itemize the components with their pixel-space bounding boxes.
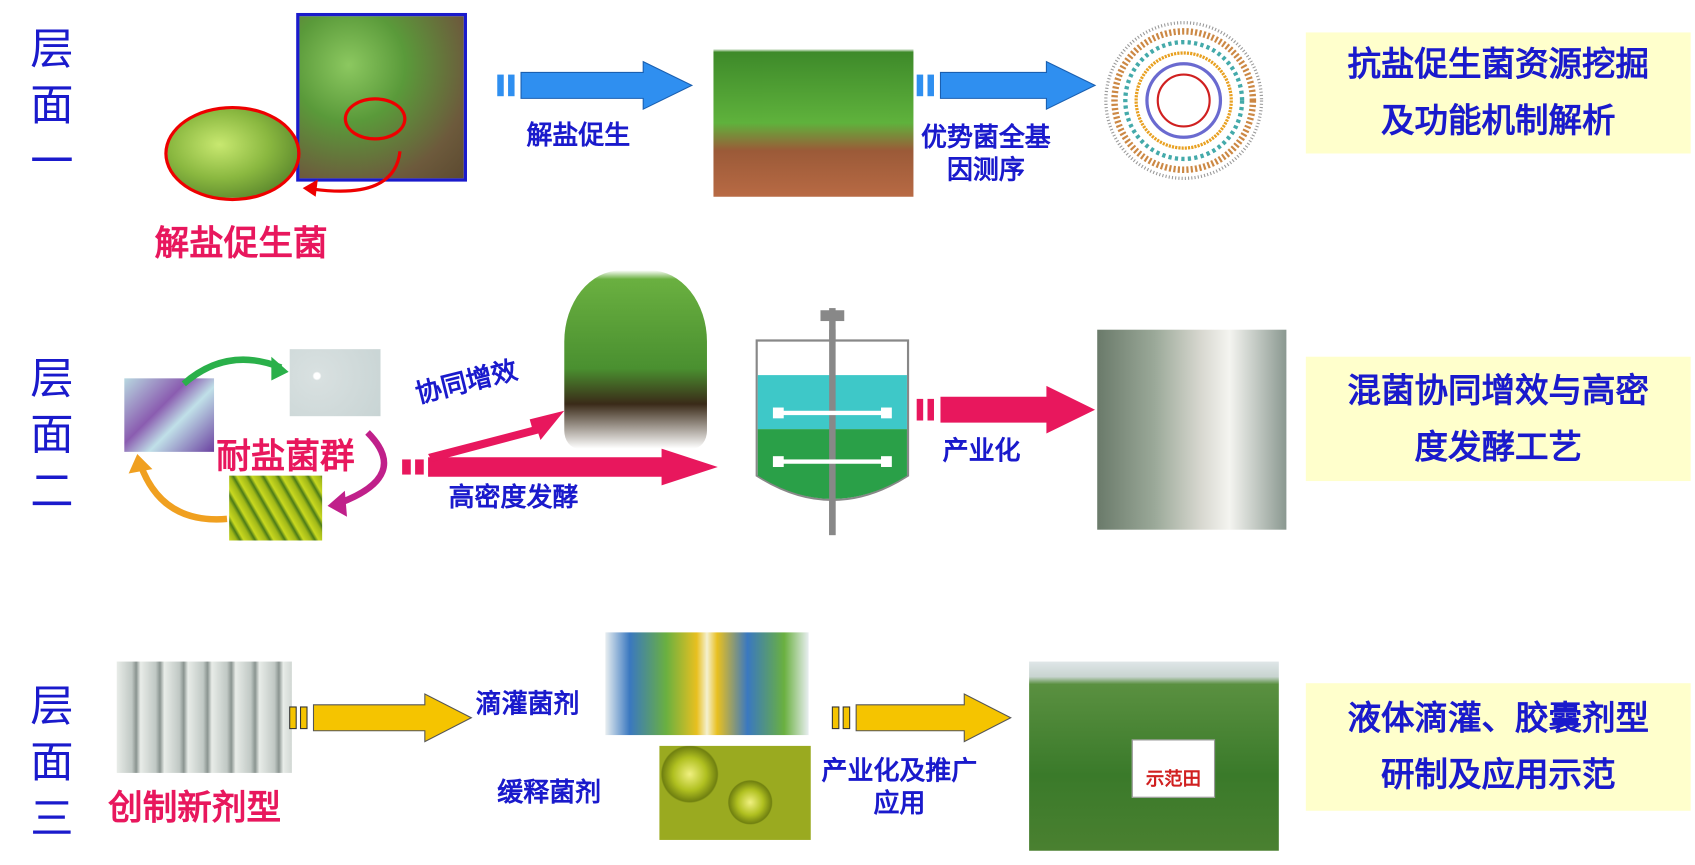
arrow-label-promotion: 产业化及推广应用 <box>822 755 978 820</box>
arrow-label-industrialization: 产业化 <box>942 435 1021 466</box>
cycle-arrows <box>128 356 388 523</box>
arrow-label-fermentation: 高密度发酵 <box>448 482 579 513</box>
yellow-arrow-2 <box>831 693 1012 743</box>
summary-line: 抗盐促生菌资源挖掘 <box>1347 45 1650 85</box>
fermenter-diagram <box>755 308 910 536</box>
pepper-plant-photo <box>564 270 707 449</box>
field-sign: 示范田 <box>1131 739 1216 798</box>
curved-red-arrow <box>302 151 402 197</box>
bottles-photo <box>116 661 292 773</box>
micrograph-spores <box>289 349 381 417</box>
summary-box-1: 抗盐促生菌资源挖掘及功能机制解析 <box>1305 32 1691 154</box>
lab-fermenter-photo <box>1097 329 1287 530</box>
level-3-label: 层面三 <box>30 682 74 845</box>
summary-line: 及功能机制解析 <box>1380 101 1616 141</box>
label-line: 应用 <box>873 788 926 819</box>
arrow-label-sequencing: 优势菌全基因测序 <box>921 121 1051 186</box>
field-sign-text: 示范田 <box>1145 768 1201 791</box>
zoom-circle <box>343 97 407 141</box>
micrograph-purple <box>124 378 215 452</box>
drip-agent-label: 滴灌菌剂 <box>475 688 580 719</box>
summary-line: 混菌协同增效与高密 <box>1347 371 1650 411</box>
arrow-label-desalt: 解盐促生 <box>526 119 631 151</box>
product-containers-photo <box>605 632 809 736</box>
summary-line: 液体滴灌、胶囊剂型 <box>1347 699 1650 739</box>
slow-release-label: 缓释菌剂 <box>497 777 602 808</box>
pink-arrow-industry <box>916 385 1096 434</box>
new-formulation-label: 创制新剂型 <box>108 786 282 829</box>
bacteria-micrograph <box>164 105 301 202</box>
blue-arrow-1 <box>497 60 694 111</box>
label-line: 因测序 <box>946 154 1025 185</box>
plant-pot-photo <box>713 32 914 197</box>
summary-box-3: 液体滴灌、胶囊剂型研制及应用示范 <box>1305 683 1691 811</box>
genome-circle-map <box>1104 21 1264 180</box>
yellow-arrow-1 <box>289 693 473 743</box>
pink-arrows <box>402 410 718 486</box>
halotolerant-group-label: 耐盐菌群 <box>216 435 355 477</box>
bacteria-label: 解盐促生菌 <box>154 222 328 264</box>
summary-line: 度发酵工艺 <box>1414 427 1583 467</box>
micrograph-yellow <box>229 475 323 541</box>
summary-box-2: 混菌协同增效与高密度发酵工艺 <box>1305 356 1691 482</box>
level-1-label: 层面一 <box>30 24 74 188</box>
demo-field-photo: 示范田 <box>1029 661 1279 851</box>
capsule-beads-photo <box>659 745 811 840</box>
summary-line: 研制及应用示范 <box>1380 755 1616 795</box>
level-2-label: 层面二 <box>30 354 74 517</box>
blue-arrow-2 <box>916 60 1097 111</box>
label-line: 产业化及推广 <box>821 755 978 786</box>
label-line: 优势菌全基 <box>921 122 1051 153</box>
